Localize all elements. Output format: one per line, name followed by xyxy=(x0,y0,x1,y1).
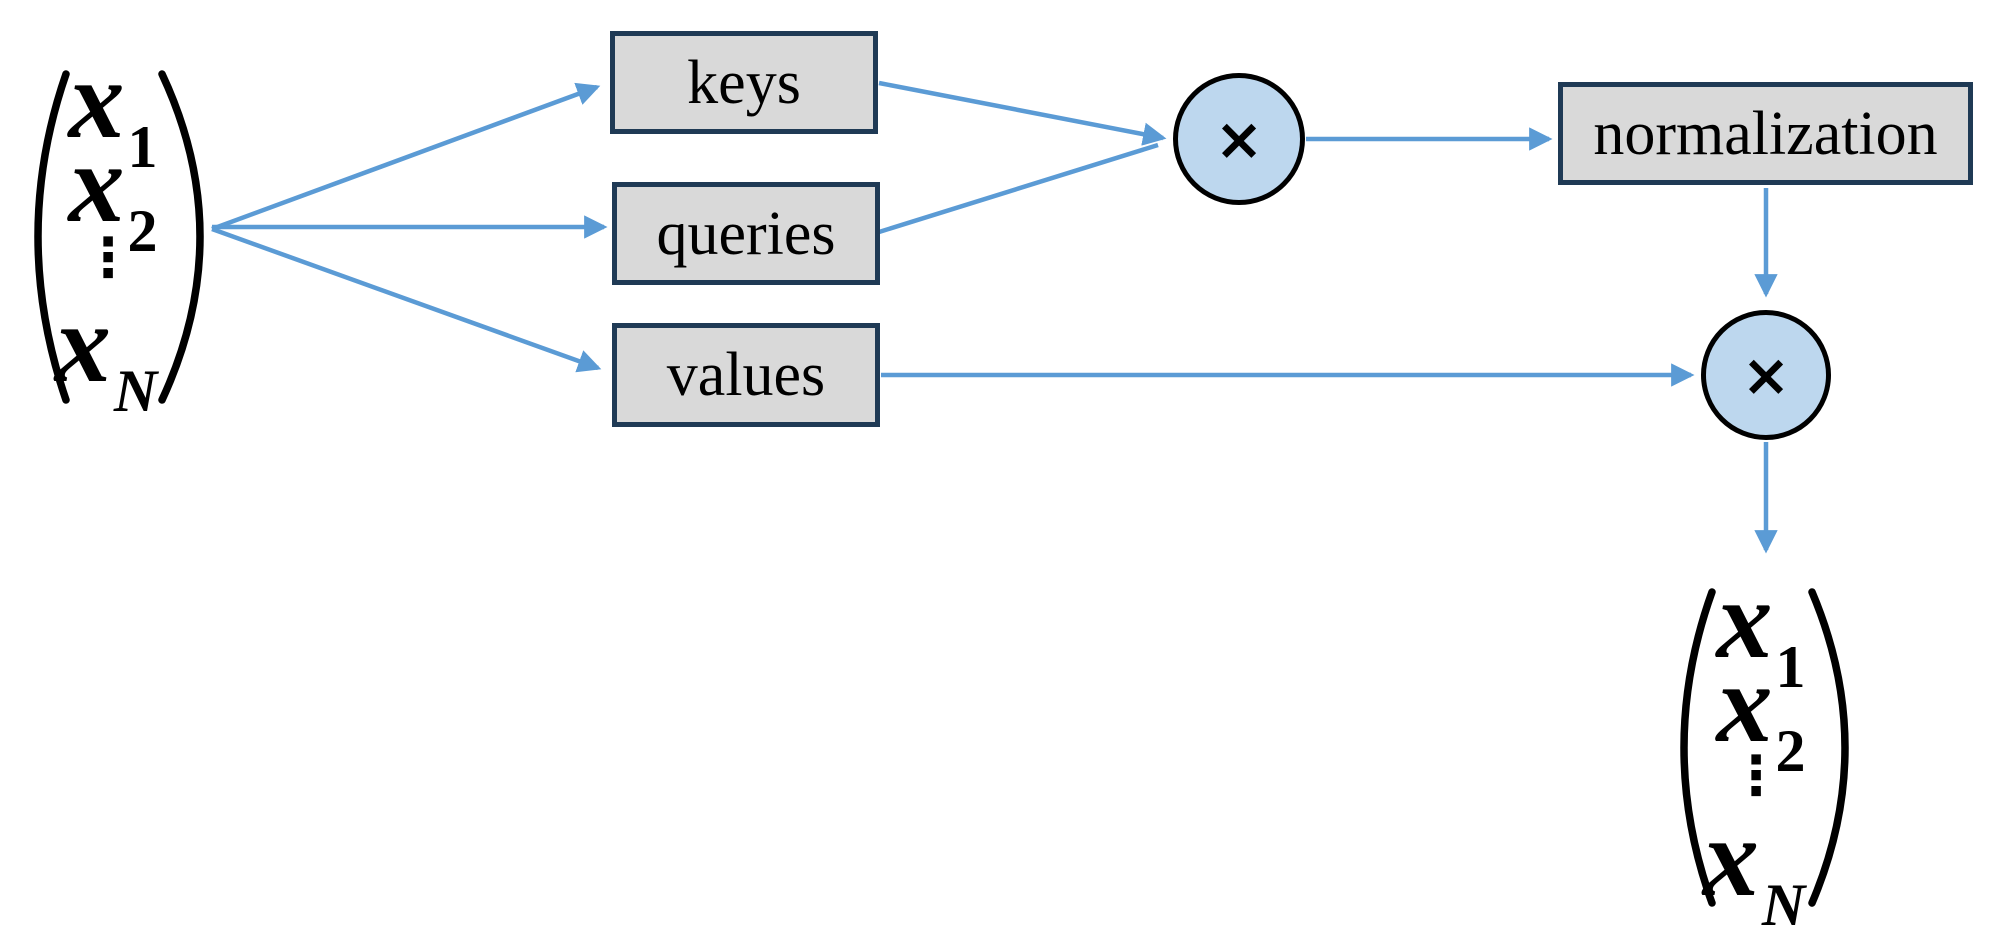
vector-element: x xyxy=(68,122,125,246)
multiply-circle-2: × xyxy=(1701,310,1831,440)
arrow-queries-to-multiply xyxy=(878,142,1159,235)
vector-row: xN xyxy=(1703,802,1805,935)
vector-element: x xyxy=(1716,558,1773,682)
queries-box: queries xyxy=(612,182,880,285)
arrow-input-to-values xyxy=(211,226,602,373)
arrow-keys-to-multiply xyxy=(878,80,1167,146)
vector-row: x2 xyxy=(69,128,158,261)
vertical-dots-icon: ⋮ xyxy=(1729,744,1783,807)
values-box: values xyxy=(612,323,880,427)
vector-subscript: 2 xyxy=(127,198,158,264)
vector-element: x xyxy=(54,282,111,406)
vertical-dots-icon: ⋮ xyxy=(81,226,135,289)
vector-row: x2 xyxy=(1717,648,1806,781)
input-vector-left-paren xyxy=(34,70,70,404)
vector-element: x xyxy=(1716,642,1773,766)
keys-label: keys xyxy=(687,48,801,117)
normalization-box: normalization xyxy=(1558,82,1973,185)
vector-subscript: N xyxy=(1761,872,1806,936)
vector-element: x xyxy=(1702,796,1759,920)
multiply-icon: × xyxy=(1741,341,1791,409)
vector-subscript: 1 xyxy=(127,114,158,180)
arrow-input-to-keys xyxy=(211,82,601,232)
vector-row: xN xyxy=(55,288,157,421)
vector-element: x xyxy=(68,38,125,162)
values-label: values xyxy=(666,341,826,409)
keys-box: keys xyxy=(610,31,878,134)
vector-row: x1 xyxy=(69,44,158,177)
vector-subscript: 2 xyxy=(1775,718,1806,784)
input-vector-right-paren xyxy=(158,70,204,404)
output-vector-right-paren xyxy=(1808,588,1849,907)
output-vector-left-paren xyxy=(1680,588,1716,907)
normalization-label: normalization xyxy=(1593,99,1938,168)
vector-row: x1 xyxy=(1717,564,1806,697)
multiply-icon: × xyxy=(1214,105,1264,173)
multiply-circle-1: × xyxy=(1173,73,1305,205)
queries-label: queries xyxy=(656,199,836,268)
vector-subscript: 1 xyxy=(1775,634,1806,700)
vector-ellipsis: ⋮ xyxy=(1729,749,1783,803)
vector-subscript: N xyxy=(113,358,158,424)
vector-ellipsis: ⋮ xyxy=(81,231,135,285)
